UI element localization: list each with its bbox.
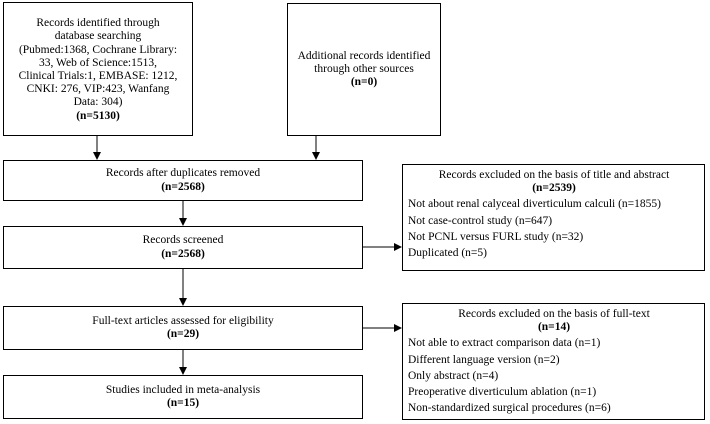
additional-line-1: Additional records identified <box>297 49 431 62</box>
excluded-title-count: (n=2539) <box>532 182 576 195</box>
duplicates-label: Records after duplicates removed <box>105 167 261 180</box>
excluded-fulltext-item: Only abstract (n=4) <box>408 369 499 382</box>
additional-line-2: through other sources <box>314 62 414 75</box>
excluded-fulltext-heading: Records excluded on the basis of full-te… <box>458 308 650 320</box>
excluded-fulltext-item: Different language version (n=2) <box>408 353 560 366</box>
duplicates-count: (n=2568) <box>161 180 205 193</box>
screened-label: Records screened <box>142 234 224 247</box>
identified-line-6: CNKI: 276, VIP:423, Wanfang <box>26 83 170 96</box>
excluded-fulltext-count: (n=14) <box>537 321 571 334</box>
excluded-title-heading: Records excluded on the basis of title a… <box>438 169 670 181</box>
excluded-title-item: Not about renal calyceal diverticulum ca… <box>408 198 661 211</box>
excluded-fulltext-item: Preoperative diverticulum ablation (n=1) <box>408 386 597 399</box>
excluded-title-item: Duplicated (n=5) <box>408 247 487 260</box>
excluded-fulltext-box: Records excluded on the basis of full-te… <box>402 303 705 420</box>
excluded-fulltext-item: Not able to extract comparison data (n=1… <box>408 337 601 350</box>
identified-count: (n=5130) <box>76 109 120 122</box>
identified-line-7: Data: 304) <box>73 96 123 109</box>
excluded-title-item: Not PCNL versus FURL study (n=32) <box>408 230 584 243</box>
excluded-fulltext-item: Non-standardized surgical procedures (n=… <box>408 402 611 415</box>
additional-records-box: Additional records identified through ot… <box>287 3 441 136</box>
identified-line-3: (Pubmed:1368, Cochrane Library: <box>18 43 178 56</box>
identified-line-4: 33, Web of Science:1513, <box>39 56 157 69</box>
fulltext-assessed-box: Full-text articles assessed for eligibil… <box>3 306 363 350</box>
additional-count: (n=0) <box>350 76 378 89</box>
included-label: Studies included in meta-analysis <box>105 383 261 396</box>
duplicates-removed-box: Records after duplicates removed (n=2568… <box>3 160 363 201</box>
fulltext-label: Full-text articles assessed for eligibil… <box>92 314 274 327</box>
identified-line-1: Records identified through <box>36 17 160 30</box>
excluded-title-item: Not case-control study (n=647) <box>408 214 553 227</box>
studies-included-box: Studies included in meta-analysis (n=15) <box>3 375 363 419</box>
records-identified-box: Records identified through database sear… <box>3 2 193 136</box>
identified-line-5: Clinical Trials:1, EMBASE: 1212, <box>18 70 178 82</box>
identified-line-2: database searching <box>54 30 142 43</box>
excluded-title-abstract-box: Records excluded on the basis of title a… <box>402 164 705 271</box>
screened-count: (n=2568) <box>161 247 205 260</box>
records-screened-box: Records screened (n=2568) <box>3 226 363 269</box>
fulltext-count: (n=29) <box>166 328 200 340</box>
included-count: (n=15) <box>166 397 200 409</box>
